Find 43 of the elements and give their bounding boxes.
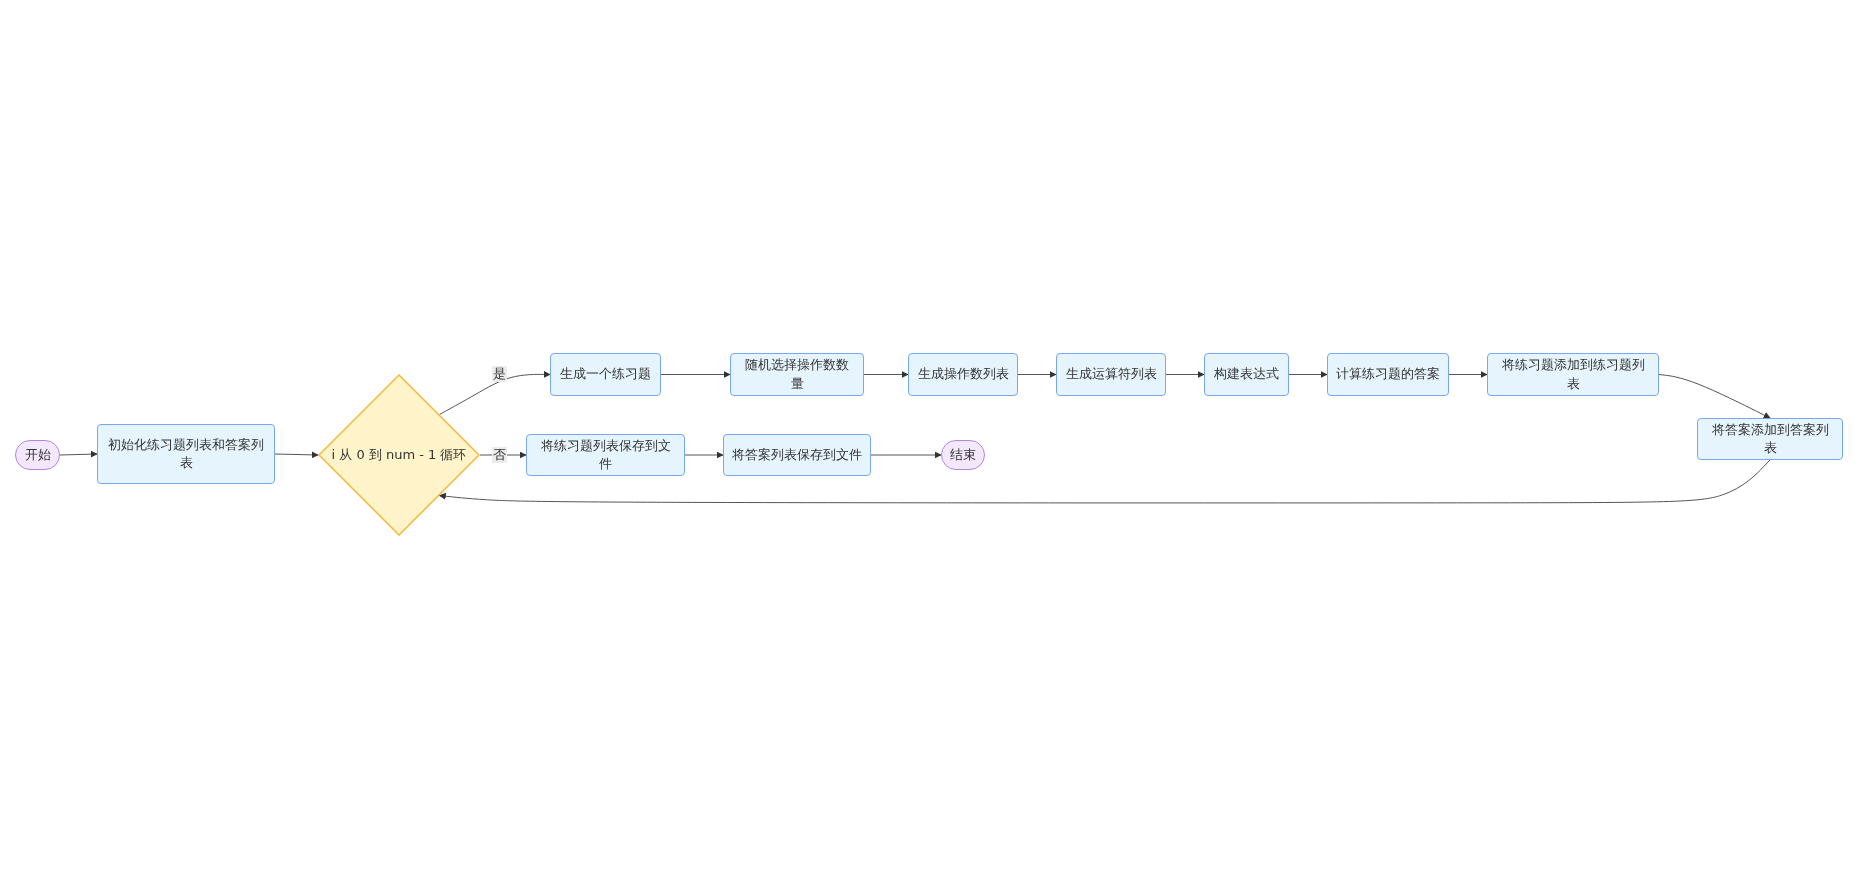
process-box bbox=[908, 353, 1018, 396]
node-label: 将答案列表保存到文件 bbox=[732, 445, 862, 464]
node-label: 计算练习题的答案 bbox=[1336, 365, 1440, 384]
node-label: 结束 bbox=[950, 445, 976, 464]
edge-label: 否 bbox=[491, 447, 507, 463]
arrow bbox=[660, 371, 731, 378]
terminal-pill bbox=[941, 440, 985, 470]
decision-diamond bbox=[318, 374, 480, 536]
arrow bbox=[1448, 371, 1488, 378]
process-box bbox=[1327, 353, 1449, 396]
node-label: 开始 bbox=[24, 445, 51, 464]
arrow bbox=[1165, 371, 1205, 378]
node-label: 生成操作数列表 bbox=[917, 365, 1009, 384]
process-box bbox=[1204, 353, 1289, 396]
terminal-pill bbox=[15, 440, 60, 470]
process-box bbox=[550, 353, 661, 396]
process-box bbox=[1697, 418, 1843, 460]
process-box bbox=[97, 424, 275, 484]
edge-label: 是 bbox=[491, 366, 507, 382]
arrow bbox=[870, 451, 942, 459]
node-label: 将练习题添加到练习题列表 bbox=[1500, 356, 1646, 393]
node-label: 随机选择操作数数量 bbox=[744, 356, 850, 393]
process-box bbox=[1487, 353, 1659, 396]
process-box bbox=[1056, 353, 1166, 396]
arrow bbox=[59, 450, 98, 458]
node-label: 构建表达式 bbox=[1214, 365, 1279, 384]
process-box bbox=[526, 434, 685, 476]
arrow bbox=[1658, 374, 1771, 419]
node-label: 将答案添加到答案列表 bbox=[1710, 420, 1830, 457]
arrow bbox=[684, 451, 724, 459]
arrow bbox=[439, 370, 551, 415]
arrow bbox=[274, 451, 319, 459]
process-box bbox=[723, 434, 871, 476]
node-label: 生成一个练习题 bbox=[560, 365, 651, 384]
node-label: 生成运算符列表 bbox=[1065, 365, 1157, 384]
process-box bbox=[730, 353, 864, 396]
arrow bbox=[438, 459, 1771, 504]
node-label: i 从 0 到 num - 1 循环 bbox=[331, 445, 467, 464]
arrow bbox=[1288, 371, 1328, 378]
arrow bbox=[1017, 371, 1057, 378]
node-label: 初始化练习题列表和答案列表 bbox=[107, 435, 265, 472]
arrow bbox=[863, 371, 909, 378]
node-label: 将练习题列表保存到文件 bbox=[539, 436, 672, 473]
